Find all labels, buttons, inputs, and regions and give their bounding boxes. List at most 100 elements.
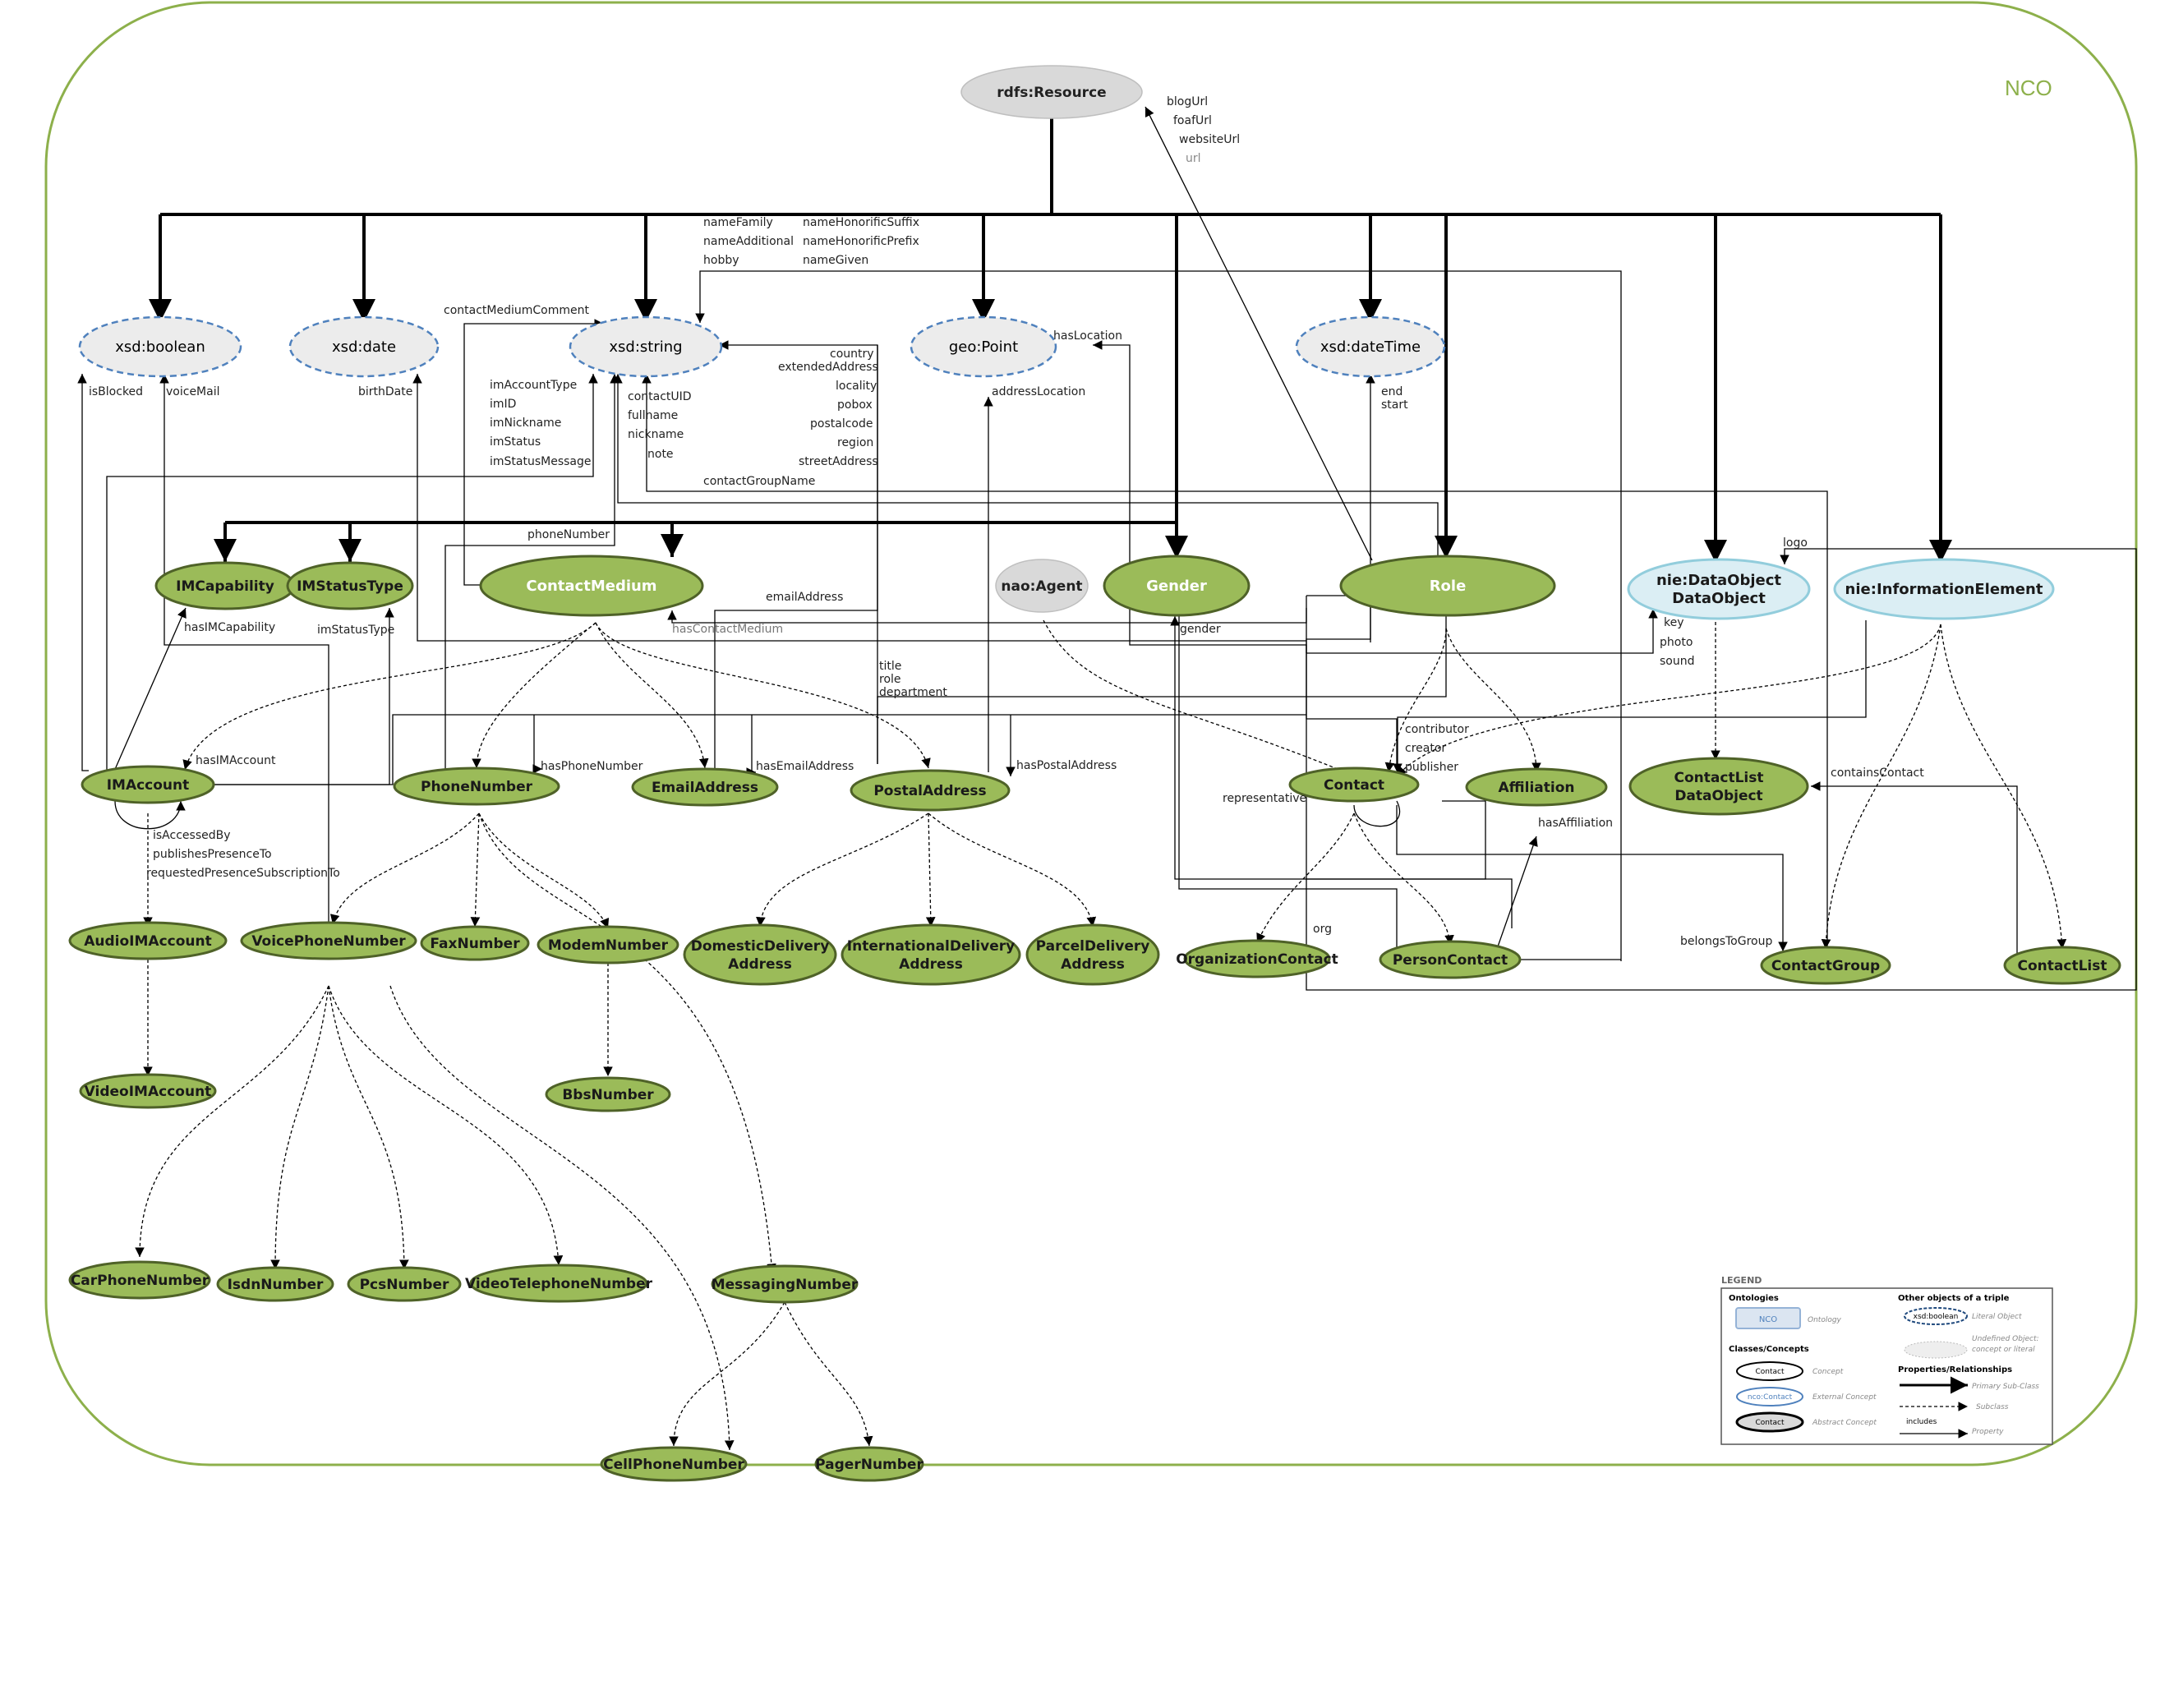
edge-label-voicemail: voiceMail bbox=[166, 385, 220, 398]
legend-literal-caption: Literal Object bbox=[1972, 1313, 2022, 1321]
ontology-label: NCO bbox=[2005, 76, 2052, 100]
node-resource-shape bbox=[960, 65, 1143, 119]
legend-abstract-swatch bbox=[1735, 1411, 1804, 1433]
edge-label-url: url bbox=[1186, 152, 1201, 165]
legend-ontology-swatch bbox=[1735, 1307, 1801, 1329]
edge-label-nameadditional: nameAdditional bbox=[703, 235, 794, 248]
edge-label-end: end bbox=[1381, 385, 1403, 398]
legend-other-heading: Other objects of a triple bbox=[1898, 1294, 2010, 1303]
node-videoim-label: VideoIMAccount bbox=[85, 1084, 212, 1100]
edge-label-isblocked: isBlocked bbox=[89, 385, 143, 398]
node-contactgroup-label: ContactGroup bbox=[1771, 958, 1880, 974]
legend-includes-label: includes bbox=[1906, 1418, 1937, 1426]
node-role-label: Role bbox=[1430, 578, 1467, 595]
node-personcontact-shape bbox=[1379, 940, 1522, 979]
edge-label-key: key bbox=[1664, 616, 1684, 629]
legend-title: LEGEND bbox=[1721, 1275, 1762, 1286]
node-cldo-shape bbox=[1628, 757, 1809, 816]
edge-label-imid: imID bbox=[490, 398, 516, 411]
edge-label-hasemail: hasEmailAddress bbox=[756, 760, 854, 773]
edge-label-phonenumber: phoneNumber bbox=[527, 528, 610, 541]
legend-props-heading: Properties/Relationships bbox=[1898, 1365, 2012, 1374]
node-resource-label: rdfs:Resource bbox=[997, 85, 1106, 101]
node-audioim-shape bbox=[68, 921, 228, 960]
legend-classes-heading: Classes/Concepts bbox=[1729, 1345, 1809, 1354]
edge-label-imaccounttype: imAccountType bbox=[490, 379, 577, 392]
edge-label-street: streetAddress bbox=[799, 455, 878, 468]
edge-label-rolelbl: role bbox=[879, 673, 901, 686]
node-isdn-label: IsdnNumber bbox=[228, 1277, 324, 1293]
edge-label-country: country bbox=[830, 348, 874, 361]
node-affiliation-shape bbox=[1465, 767, 1608, 807]
node-fax-shape bbox=[420, 925, 530, 961]
node-pcs: PcsNumber bbox=[347, 1266, 462, 1302]
node-orgcontact-label: OrganizationContact bbox=[1176, 951, 1338, 968]
node-infoelement: nie:InformationElement bbox=[1833, 558, 2055, 620]
node-messaging-label: MessagingNumber bbox=[712, 1277, 859, 1293]
property-lines bbox=[77, 106, 2137, 991]
node-boolean-shape bbox=[78, 315, 242, 378]
edge-label-photo: photo bbox=[1660, 636, 1693, 649]
node-pager-label: PagerNumber bbox=[815, 1457, 923, 1473]
legend-undefined-swatch bbox=[1904, 1341, 1968, 1359]
edge-label-foafurl: foafUrl bbox=[1173, 114, 1212, 127]
primary-subclass-tree bbox=[149, 117, 1952, 563]
node-postal-shape bbox=[850, 769, 1011, 812]
legend-primary-caption: Primary Sub-Class bbox=[1972, 1383, 2039, 1391]
node-affiliation: Affiliation bbox=[1465, 767, 1608, 807]
node-datetime-label: xsd:dateTime bbox=[1320, 338, 1421, 356]
edge-label-title: title bbox=[879, 660, 901, 673]
edge-label-imstatus: imStatus bbox=[490, 435, 541, 449]
node-bbs-shape bbox=[545, 1076, 671, 1112]
edge-label-logo: logo bbox=[1783, 536, 1808, 550]
node-cell: CellPhoneNumber bbox=[600, 1446, 748, 1482]
legend-external-sample: nco:Contact bbox=[1748, 1393, 1793, 1402]
edge-label-postalcode: postalcode bbox=[810, 417, 873, 430]
node-email: EmailAddress bbox=[631, 767, 779, 807]
node-bbs: BbsNumber bbox=[545, 1076, 671, 1112]
edge-label-contactuid: contactUID bbox=[628, 390, 692, 403]
edge-label-extaddr: extendedAddress bbox=[778, 361, 878, 374]
edge-label-containscontact: containsContact bbox=[1831, 767, 1924, 780]
edge-label-namegiven: nameGiven bbox=[803, 254, 868, 267]
legend-ontology-caption: Ontology bbox=[1808, 1316, 1842, 1324]
legend-literal-sample: xsd:boolean bbox=[1914, 1313, 1959, 1321]
edge-label-creator: creator bbox=[1405, 742, 1446, 755]
edge-label-namehonprefix: nameHonorificPrefix bbox=[803, 235, 919, 248]
node-videotel-shape bbox=[469, 1264, 648, 1303]
node-date-label: xsd:date bbox=[332, 338, 396, 356]
edge-label-contributor: contributor bbox=[1405, 723, 1469, 736]
node-contactgroup: ContactGroup bbox=[1760, 946, 1891, 985]
node-contactlist-shape bbox=[2003, 946, 2121, 985]
edge-label-region: region bbox=[837, 436, 873, 449]
legend-abstract-sample: Contact bbox=[1755, 1419, 1784, 1427]
node-point: geo:Point bbox=[910, 315, 1057, 378]
node-bbs-label: BbsNumber bbox=[562, 1087, 654, 1103]
node-contactlist: ContactList bbox=[2003, 946, 2121, 985]
edge-label-fullname: fullname bbox=[628, 409, 678, 422]
node-boolean: xsd:boolean bbox=[78, 315, 242, 378]
edge-labels-group: blogUrlfoafUrlwebsiteUrlurlnameFamilynam… bbox=[89, 95, 1924, 948]
node-contactmedium-label: ContactMedium bbox=[526, 578, 656, 595]
edge-label-nickname: nickname bbox=[628, 428, 684, 441]
edge-label-blogurl: blogUrl bbox=[1167, 95, 1208, 108]
node-date: xsd:date bbox=[288, 315, 440, 378]
node-videotel: VideoTelephoneNumber bbox=[465, 1264, 653, 1303]
node-phone: PhoneNumber bbox=[393, 767, 560, 806]
node-pcs-label: PcsNumber bbox=[360, 1277, 449, 1293]
legend: LEGEND Ontologies NCO Ontology Classes/C… bbox=[1720, 1275, 2053, 1445]
node-cell-label: CellPhoneNumber bbox=[603, 1457, 744, 1473]
legend-subclass-caption: Subclass bbox=[1976, 1403, 2009, 1411]
node-email-shape bbox=[631, 767, 779, 807]
node-videoim: VideoIMAccount bbox=[79, 1073, 217, 1109]
node-affiliation-label: Affiliation bbox=[1499, 780, 1575, 796]
node-point-label: geo:Point bbox=[949, 338, 1018, 356]
node-contactmedium-shape bbox=[479, 555, 704, 617]
node-pager-shape bbox=[814, 1446, 924, 1482]
node-imstat: IMStatusType bbox=[286, 561, 414, 610]
